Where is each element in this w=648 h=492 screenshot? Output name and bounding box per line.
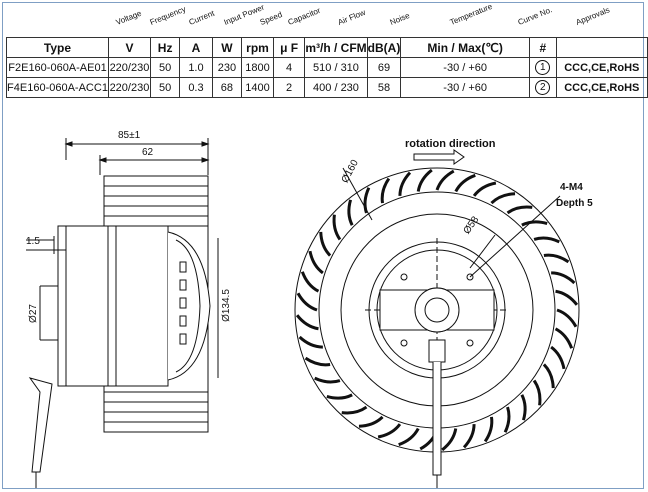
dim-offset: 1.5	[26, 236, 40, 247]
impeller-blade	[298, 335, 323, 349]
impeller-blade	[363, 187, 371, 214]
cell-hz: 50	[149, 77, 181, 98]
cell-flow: 400 / 230	[304, 77, 368, 98]
cell-approvals: CCC,CE,RoHS	[555, 57, 648, 78]
impeller-blade	[472, 181, 497, 197]
impeller-blade	[503, 406, 511, 433]
cell-approvals: CCC,CE,RoHS	[555, 77, 648, 98]
cell-w: 230	[211, 57, 243, 78]
impeller-blade	[295, 314, 319, 331]
spec-table: Type V Hz A W rpm μ F m³/h / CFM dB(A) M…	[6, 37, 648, 98]
impeller-blade	[520, 394, 527, 421]
impeller-blade	[483, 416, 494, 443]
impeller-blades	[295, 168, 579, 452]
unit-temp: Min / Max(℃)	[400, 37, 531, 58]
cell-rpm: 1400	[241, 77, 274, 98]
impeller-blade	[441, 428, 458, 452]
impeller-blade	[377, 423, 402, 439]
impeller-blade	[556, 308, 578, 328]
impeller-blade	[551, 271, 576, 285]
curve-number-badge: 1	[535, 60, 551, 75]
impeller-blade	[332, 214, 342, 241]
impeller-blade	[462, 424, 476, 449]
dim-total-length: 85±1	[118, 130, 141, 141]
impeller-blade	[304, 356, 331, 367]
curve-number-badge: 2	[535, 80, 551, 95]
impeller-blade	[326, 393, 353, 400]
impeller-blade	[543, 253, 570, 264]
impeller-blade	[296, 292, 318, 312]
dim-body-length: 62	[142, 147, 154, 158]
impeller-blade	[314, 376, 341, 384]
impeller-blade	[555, 289, 579, 306]
screw-depth: Depth 5	[556, 198, 593, 209]
impeller-blade	[454, 173, 476, 193]
cell-noise: 58	[366, 77, 402, 98]
rotation-direction-label: rotation direction	[405, 138, 496, 150]
impeller-blade	[435, 169, 455, 191]
cell-curve: 2	[529, 77, 557, 98]
screw-spec: 4-M4	[560, 182, 583, 193]
cell-w: 68	[211, 77, 243, 98]
impeller-blade	[341, 405, 368, 415]
table-row: F4E160-060A-ACC1 220/230 50 0.3 68 1400 …	[6, 77, 648, 98]
unit-noise: dB(A)	[366, 37, 402, 58]
units-row: Type V Hz A W rpm μ F m³/h / CFM dB(A) M…	[6, 37, 648, 58]
impeller-blade	[380, 177, 391, 204]
cell-a: 0.3	[179, 77, 213, 98]
cell-uf: 2	[272, 77, 306, 98]
impeller-blade	[347, 199, 354, 226]
impeller-blade	[416, 168, 433, 192]
cell-temp: -30 / +60	[400, 77, 531, 98]
impeller-blade	[554, 327, 574, 349]
impeller-blade	[506, 205, 533, 215]
cell-v: 220/230	[107, 77, 151, 98]
impeller-blade	[300, 271, 320, 293]
impeller-blade	[308, 250, 324, 275]
impeller-blade	[358, 415, 384, 428]
impeller-blade	[398, 427, 420, 447]
impeller-blade	[521, 220, 548, 227]
cell-v: 220/230	[107, 57, 151, 78]
cell-type: F4E160-060A-ACC1	[6, 77, 109, 98]
cell-a: 1.0	[179, 57, 213, 78]
impeller-blade	[550, 345, 566, 370]
impeller-blade	[398, 171, 412, 196]
impeller-blade	[490, 192, 516, 205]
impeller-blade	[319, 231, 332, 257]
impeller-blade	[533, 236, 560, 244]
impeller-blade	[532, 379, 542, 406]
cell-type: F2E160-060A-AE01	[6, 57, 109, 78]
cell-noise: 69	[366, 57, 402, 78]
impeller-blade	[542, 363, 555, 389]
unit-flow: m³/h / CFM	[304, 37, 368, 58]
